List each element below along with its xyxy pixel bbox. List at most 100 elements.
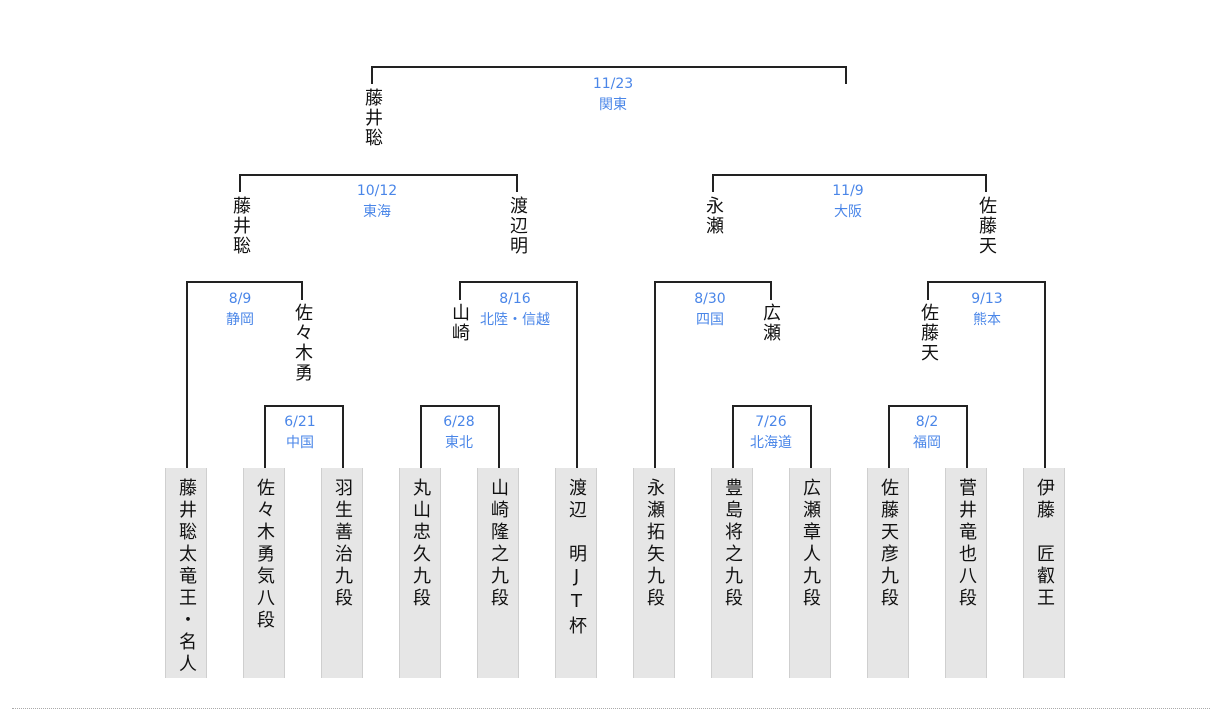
player-name: 永瀬拓矢九段 [644,478,665,610]
player-name: 広瀬章人九段 [800,478,821,610]
player-box: 佐藤天彦九段 [867,468,909,678]
match-venue: 東北 [444,435,473,451]
match-venue: 福岡 [913,435,941,451]
final-match-info: 11/23 関東 [593,74,633,116]
bracket-line [371,66,845,68]
player-box: 豊島将之九段 [711,468,753,678]
semi-winner: 永瀬 [703,196,724,236]
player-name: 山崎隆之九段 [488,478,509,610]
first-round-match-info: 6/21 中国 [284,412,315,454]
bracket-line [985,174,987,192]
bracket-line [459,281,461,300]
bracket-line [301,281,303,300]
match-date: 11/23 [592,76,634,92]
player-name: 渡辺 明JT杯 [566,478,587,638]
player-box: 丸山忠久九段 [399,468,441,678]
player-box: 藤井聡太竜王・名人 [165,468,207,678]
bracket-line [888,405,966,407]
bracket-line [239,174,516,176]
dotted-divider [12,708,1210,709]
player-name: 佐々木勇気八段 [254,478,275,632]
match-date: 10/12 [356,183,398,199]
bracket-line [888,405,890,468]
bracket-line [498,405,500,468]
quarter-winner: 佐藤天 [918,303,939,363]
semi-winner: 佐藤天 [976,196,997,256]
match-date: 8/16 [499,291,531,307]
bracket-line [264,405,342,407]
semi-winner: 藤井聡 [230,196,251,256]
bracket-line [239,174,241,192]
player-box: 永瀬拓矢九段 [633,468,675,678]
player-box: 広瀬章人九段 [789,468,831,678]
final-winner: 藤井聡 [362,88,383,148]
match-date: 9/13 [971,291,1003,307]
bracket-line [654,281,770,283]
player-name: 佐藤天彦九段 [878,478,899,610]
quarter-winner: 山崎 [449,303,470,343]
match-date: 7/26 [755,414,787,430]
bracket-line [420,405,422,468]
match-date: 11/9 [832,183,864,199]
bracket-line [186,281,188,468]
player-box: 山崎隆之九段 [477,468,519,678]
player-name: 羽生善治九段 [332,478,353,610]
match-venue: 北陸・信越 [480,312,550,328]
semi-match-info: 11/9 大阪 [832,181,863,223]
quarter-match-info: 8/9 静岡 [226,289,254,331]
bracket-line [810,405,812,468]
bracket-line [654,281,656,468]
match-venue: 東海 [362,204,391,220]
bracket-line [927,281,1044,283]
bracket-line [966,405,968,468]
match-venue: 関東 [598,97,627,113]
match-date: 8/9 [228,291,252,307]
match-date: 6/28 [443,414,475,430]
bracket-line [186,281,301,283]
quarter-match-info: 8/16 北陸・信越 [480,289,550,331]
player-name: 丸山忠久九段 [410,478,431,610]
player-name: 藤井聡太竜王・名人 [176,478,197,676]
bracket-line [732,405,734,468]
quarter-match-info: 8/30 四国 [694,289,725,331]
semi-match-info: 10/12 東海 [357,181,397,223]
bracket-line [732,405,810,407]
semi-winner: 渡辺明 [507,196,528,256]
match-date: 8/30 [694,291,726,307]
bracket-line [1044,281,1046,468]
quarter-winner: 佐々木勇 [292,303,313,383]
bracket-line [371,66,373,84]
player-box: 菅井竜也八段 [945,468,987,678]
bracket-line [845,66,847,84]
bracket-line [459,281,576,283]
bracket-line [342,405,344,468]
match-venue: 大阪 [833,204,862,220]
match-venue: 静岡 [226,312,254,328]
quarter-match-info: 9/13 熊本 [971,289,1002,331]
player-name: 伊藤 匠叡王 [1034,478,1055,610]
bracket-line [576,281,578,468]
match-date: 8/2 [915,414,939,430]
match-venue: 四国 [695,312,724,328]
match-date: 6/21 [284,414,316,430]
bracket-line [420,405,498,407]
player-box: 佐々木勇気八段 [243,468,285,678]
player-box: 羽生善治九段 [321,468,363,678]
first-round-match-info: 6/28 東北 [443,412,474,454]
bracket-line [712,174,985,176]
player-box: 渡辺 明JT杯 [555,468,597,678]
match-venue: 熊本 [972,312,1001,328]
bracket-line [712,174,714,192]
bracket-line [516,174,518,192]
bracket-line [770,281,772,300]
match-venue: 北海道 [750,435,792,451]
player-name: 豊島将之九段 [722,478,743,610]
quarter-winner: 広瀬 [760,303,781,343]
first-round-match-info: 8/2 福岡 [913,412,941,454]
bracket-line [264,405,266,468]
bracket-line [927,281,929,300]
player-name: 菅井竜也八段 [956,478,977,610]
first-round-match-info: 7/26 北海道 [750,412,792,454]
player-box: 伊藤 匠叡王 [1023,468,1065,678]
match-venue: 中国 [285,435,314,451]
